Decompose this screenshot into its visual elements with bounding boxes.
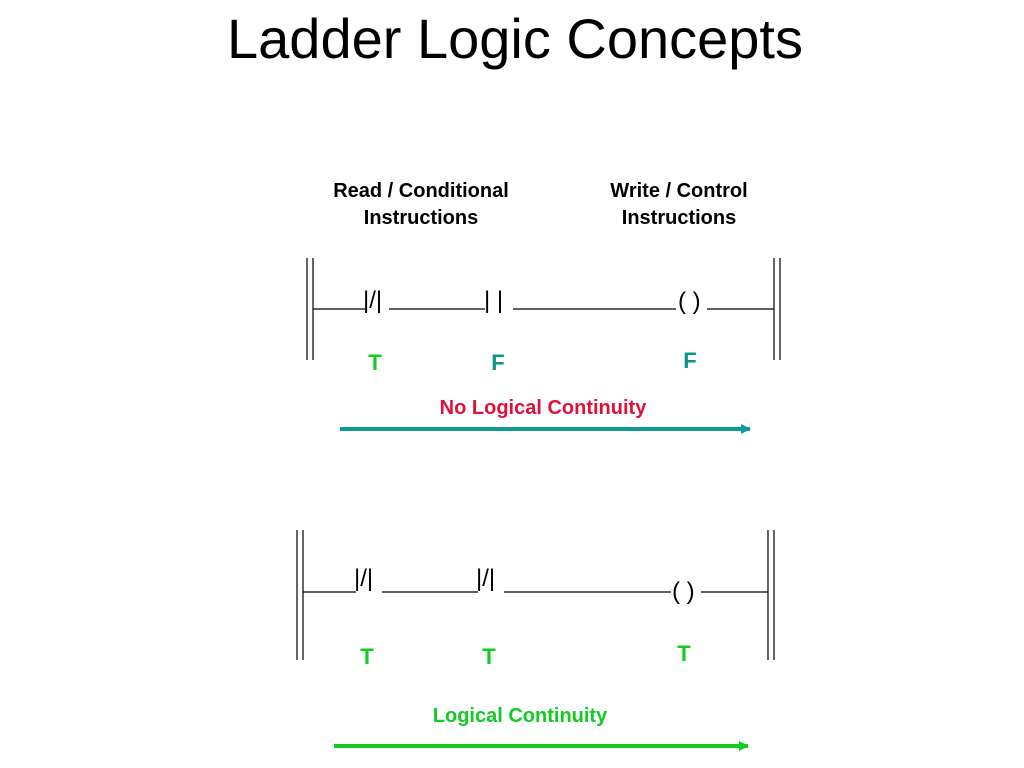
rung2-contact1-nc: |/|: [354, 565, 374, 592]
read-header-line-1: Read / Conditional: [333, 180, 509, 202]
rung1-coil-state: F: [683, 348, 697, 373]
rung2-contact2-nc: |/|: [476, 565, 496, 592]
read-instructions-header: Read / Conditional Instructions: [291, 178, 551, 232]
page-title: Ladder Logic Concepts: [227, 7, 803, 70]
rung1-contact1-state: T: [368, 350, 382, 375]
rung2-coil: ( ): [672, 578, 695, 605]
no-continuity-caption: No Logical Continuity: [439, 397, 647, 419]
rung2-coil-state: T: [677, 641, 691, 666]
rung1-coil: ( ): [678, 288, 701, 315]
write-instructions-header: Write / Control Instructions: [549, 178, 809, 232]
rung1-contact2-state: F: [491, 350, 505, 375]
rung2-contact1-state: T: [360, 644, 374, 669]
continuity-caption: Logical Continuity: [432, 705, 608, 727]
rung2-contact2-state: T: [482, 644, 496, 669]
write-header-line-2: Instructions: [621, 207, 737, 229]
rung1-contact1-nc: |/|: [363, 287, 383, 314]
rung1-contact2-no: | |: [484, 287, 504, 314]
read-header-line-2: Instructions: [363, 207, 479, 229]
write-header-line-1: Write / Control: [610, 180, 748, 202]
